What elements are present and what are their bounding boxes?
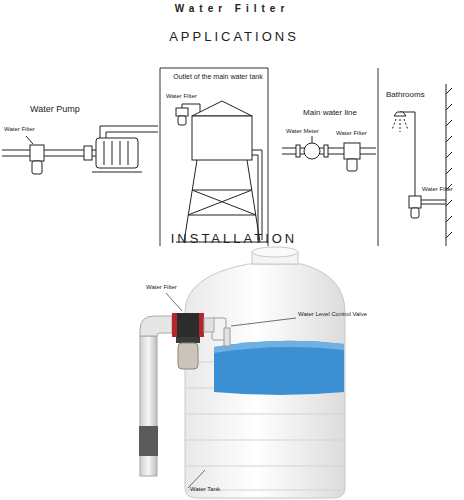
application-name: Outlet of the main water tank	[170, 73, 266, 81]
bathroom-drawing	[392, 84, 452, 246]
water-line-drawing	[282, 136, 376, 171]
water-tank-drawing	[185, 247, 345, 498]
part-label: Water Filter	[4, 126, 54, 133]
application-name: Water Pump	[30, 104, 120, 114]
part-label: Water Filter	[166, 93, 208, 100]
diagram-title: Water Filter	[0, 3, 464, 15]
part-label: Water Filter	[422, 186, 460, 193]
part-label: Water Level Control Valve	[298, 311, 388, 318]
section-heading: INSTALLATION	[2, 232, 464, 247]
overhead-tank-drawing	[176, 101, 268, 242]
panel-dividers	[160, 68, 378, 246]
part-label: Water Filter	[336, 130, 376, 137]
leader-lines	[166, 293, 296, 488]
application-name: Main water line	[284, 108, 376, 117]
part-label: Water Tank	[190, 486, 234, 493]
part-label: Water Filter	[146, 284, 190, 291]
water-pump-drawing	[2, 126, 158, 174]
section-heading: APPLICATIONS	[2, 30, 464, 45]
inlet-pipe-and-filter	[139, 313, 214, 476]
part-label: Water Meter	[286, 128, 334, 135]
application-name: Bathrooms	[386, 90, 444, 99]
